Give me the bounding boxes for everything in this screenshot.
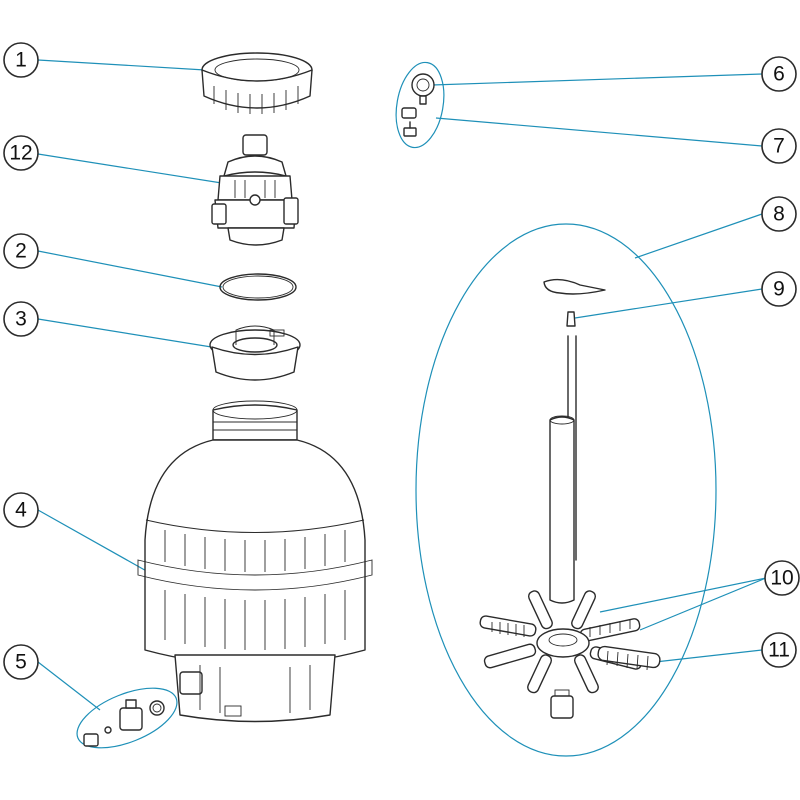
leader-1: [37, 59, 206, 71]
leader-11: [654, 649, 763, 663]
callout-label-10: 10: [770, 567, 793, 590]
leader-9: [574, 288, 763, 319]
callout-6: 6: [761, 56, 797, 92]
leader-6: [431, 73, 763, 86]
callout-3: 3: [3, 301, 39, 337]
part-4-filter-tank: [137, 400, 373, 723]
leader-7: [435, 117, 763, 147]
part-7-fittings: [401, 107, 417, 137]
leader-lines: [37, 59, 767, 757]
callout-5: 5: [3, 644, 39, 680]
leader-4: [37, 509, 151, 574]
group-ellipse-6-7: [395, 61, 445, 149]
leader-5: [37, 661, 101, 711]
callout-label-1: 1: [15, 49, 27, 72]
callout-label-11: 11: [768, 639, 790, 662]
part-1-locking-ring: [201, 52, 313, 114]
part-3-diffuser: [209, 325, 301, 381]
leader-2: [37, 250, 223, 288]
callout-11: 11: [761, 632, 797, 668]
leader-10a: [599, 577, 767, 613]
part-6-pressure-gauge: [411, 73, 435, 105]
callout-7: 7: [761, 128, 797, 164]
leader-3: [37, 318, 231, 351]
callout-9: 9: [761, 271, 797, 307]
leader-10b: [639, 577, 767, 631]
callout-label-5: 5: [15, 651, 27, 674]
part-8-standpipe: [543, 278, 606, 604]
callout-label-3: 3: [15, 308, 27, 331]
callout-8: 8: [761, 196, 797, 232]
callout-4: 4: [3, 492, 39, 528]
callout-label-2: 2: [15, 240, 27, 263]
part-5-drain-assembly: [83, 699, 165, 747]
callout-label-6: 6: [773, 63, 785, 86]
callout-10: 10: [764, 560, 800, 596]
callout-label-8: 8: [773, 203, 785, 226]
callout-2: 2: [3, 233, 39, 269]
group-ellipse-5: [76, 687, 178, 749]
part-10-laterals: [479, 590, 643, 719]
part-11-lateral-arm: [597, 645, 661, 671]
callout-label-7: 7: [773, 135, 785, 158]
callout-12: 12: [3, 135, 39, 171]
callout-label-9: 9: [773, 278, 785, 301]
leader-12: [37, 153, 229, 185]
callout-label-12: 12: [9, 142, 32, 165]
group-ellipse-8: [415, 223, 717, 757]
part-2-o-ring: [219, 273, 297, 301]
leader-8: [634, 213, 763, 259]
callout-label-4: 4: [15, 499, 27, 522]
part-12-multiport-valve: [211, 134, 299, 246]
callout-1: 1: [3, 42, 39, 78]
